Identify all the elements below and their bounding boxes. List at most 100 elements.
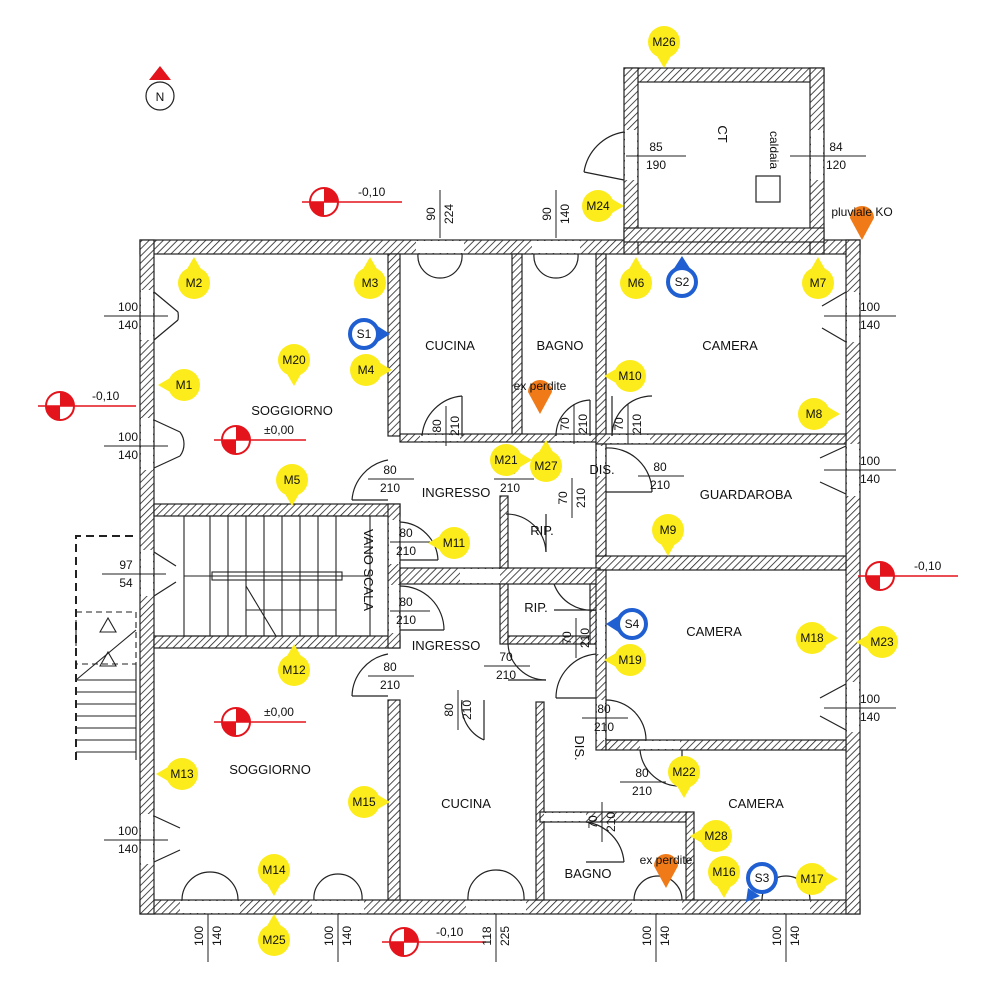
dimension-label: 80 210	[430, 406, 462, 446]
marker-m7[interactable]: M7	[802, 257, 834, 299]
level-label: ±0,00	[264, 705, 294, 719]
svg-text:M4: M4	[358, 363, 375, 377]
marker-m17[interactable]: M17	[796, 863, 838, 895]
marker-m19[interactable]: M19	[604, 644, 646, 676]
north-arrow: N	[145, 66, 175, 111]
svg-text:140: 140	[118, 318, 138, 332]
marker-m21[interactable]: M21	[490, 444, 532, 476]
svg-text:80: 80	[430, 419, 444, 433]
level-mark: ±0,00	[214, 705, 306, 737]
marker-m5[interactable]: M5	[276, 464, 308, 506]
level-mark: ±0,00	[214, 423, 306, 455]
sample-s1[interactable]: S1	[348, 318, 390, 350]
marker-m26[interactable]: M26	[648, 26, 680, 68]
svg-text:210: 210	[380, 678, 400, 692]
room-label: RIP.	[530, 523, 554, 538]
svg-text:210: 210	[500, 481, 520, 495]
svg-text:210: 210	[594, 720, 614, 734]
marker-m25[interactable]: M25	[258, 914, 290, 956]
marker-m2[interactable]: M2	[178, 257, 210, 299]
svg-text:210: 210	[448, 416, 462, 436]
svg-text:210: 210	[604, 812, 618, 832]
room-label: VANO SCALA	[361, 529, 376, 611]
svg-text:M22: M22	[672, 765, 696, 779]
marker-m18[interactable]: M18	[796, 622, 838, 654]
level-mark: -0,10	[302, 185, 402, 217]
level-label: -0,10	[92, 389, 120, 403]
room-label: INGRESSO	[422, 485, 491, 500]
svg-text:80: 80	[383, 463, 397, 477]
svg-text:210: 210	[632, 784, 652, 798]
svg-text:90: 90	[540, 207, 554, 221]
svg-text:100: 100	[322, 926, 336, 946]
svg-text:ex perdite: ex perdite	[514, 379, 567, 393]
marker-m13[interactable]: M13	[156, 758, 198, 790]
room-label: CUCINA	[441, 796, 491, 811]
marker-m4[interactable]: M4	[350, 354, 392, 386]
marker-m8[interactable]: M8	[798, 398, 840, 430]
svg-text:210: 210	[460, 700, 474, 720]
marker-m16[interactable]: M16	[708, 856, 740, 898]
svg-text:224: 224	[442, 204, 456, 224]
svg-text:84: 84	[829, 140, 843, 154]
svg-text:140: 140	[210, 926, 224, 946]
svg-text:140: 140	[340, 926, 354, 946]
svg-text:140: 140	[118, 842, 138, 856]
marker-m27[interactable]: M27	[530, 440, 562, 482]
svg-text:210: 210	[576, 414, 590, 434]
sample-markers: S1 S2 S3 S4	[348, 256, 778, 902]
sample-s4[interactable]: S4	[606, 608, 648, 640]
svg-text:225: 225	[498, 926, 512, 946]
marker-m23[interactable]: M23	[856, 626, 898, 658]
marker-m14[interactable]: M14	[258, 854, 290, 896]
marker-m9[interactable]: M9	[652, 514, 684, 556]
marker-m6[interactable]: M6	[620, 257, 652, 299]
svg-text:100: 100	[192, 926, 206, 946]
level-label: ±0,00	[264, 423, 294, 437]
svg-text:70: 70	[586, 815, 600, 829]
marker-m11[interactable]: M11	[428, 527, 470, 559]
svg-text:100: 100	[640, 926, 654, 946]
svg-text:M5: M5	[284, 473, 301, 487]
marker-m24[interactable]: M24	[582, 190, 624, 222]
marker-m3[interactable]: M3	[354, 257, 386, 299]
sample-s2[interactable]: S2	[666, 256, 698, 298]
marker-m15[interactable]: M15	[348, 786, 390, 818]
svg-text:210: 210	[630, 414, 644, 434]
svg-text:M11: M11	[443, 536, 466, 550]
walls	[139, 67, 861, 915]
svg-text:M25: M25	[262, 933, 286, 947]
marker-m28[interactable]: M28	[690, 820, 732, 852]
svg-text:M6: M6	[628, 276, 645, 290]
marker-m10[interactable]: M10	[604, 360, 646, 392]
svg-text:M19: M19	[618, 653, 642, 667]
svg-text:70: 70	[499, 650, 513, 664]
svg-text:140: 140	[558, 204, 572, 224]
svg-text:100: 100	[860, 454, 880, 468]
svg-text:210: 210	[380, 481, 400, 495]
marker-m20[interactable]: M20	[278, 344, 310, 386]
marker-m1[interactable]: M1	[158, 369, 200, 401]
marker-m22[interactable]: M22	[668, 756, 700, 798]
marker-m12[interactable]: M12	[278, 644, 310, 686]
svg-text:140: 140	[860, 710, 880, 724]
svg-text:140: 140	[658, 926, 672, 946]
room-label: CUCINA	[425, 338, 475, 353]
svg-text:70: 70	[612, 417, 626, 431]
sample-s3[interactable]: S3	[746, 862, 778, 902]
svg-text:M12: M12	[282, 663, 306, 677]
